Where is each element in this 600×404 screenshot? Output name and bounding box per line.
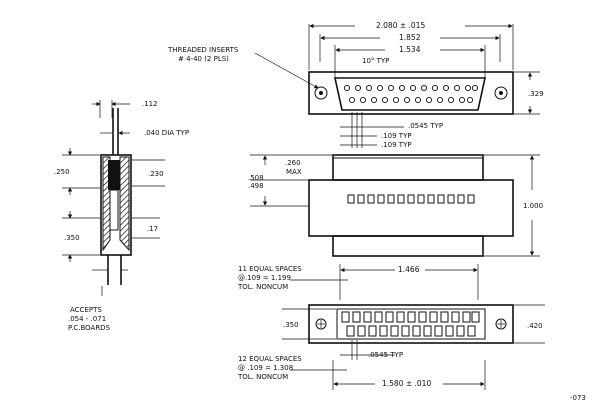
top-flange: [308, 71, 514, 115]
side-view: .112 .040 DIA TYP .250 .230 .350: [54, 100, 189, 332]
dim-pin-0545: .0545 TYP: [408, 122, 443, 130]
dim-upper-left: .250: [54, 168, 70, 176]
accepts-label: ACCEPTS: [70, 306, 102, 314]
front-bottom-body: [332, 235, 484, 257]
right-insert-hole: [494, 86, 508, 100]
dim-508: .508: [248, 174, 264, 182]
spaces11-tol: TOL. NONCUM: [237, 283, 288, 291]
top-pin-row-1: [343, 84, 479, 92]
front-view: .260 MAX .508 .498 1.000: [248, 154, 543, 257]
spaces11-formula: @.109 = 1.199: [238, 274, 291, 282]
dim-upper-right: .230: [148, 170, 164, 178]
threaded-inserts-size: # 4-40 (2 PLS): [178, 55, 229, 63]
dim-overall-width: 2.080 ± .015: [376, 21, 425, 30]
bottom-left-hole: [315, 318, 327, 330]
bottom-view: 11 EQUAL SPACES @.109 = 1.199 TOL. NONCU…: [237, 264, 545, 390]
dim-pin-109-b: .109 TYP: [381, 141, 412, 149]
front-contact-windows: [347, 194, 475, 204]
dim-1580: 1.580 ± .010: [382, 379, 431, 388]
spaces12-tol: TOL. NONCUM: [237, 373, 288, 381]
spaces11-title: 11 EQUAL SPACES: [238, 265, 302, 273]
dim-1534: 1.534: [399, 45, 421, 54]
dim-lower-right: .17: [147, 225, 158, 233]
dim-pin-109-a: .109 TYP: [381, 132, 412, 140]
dim-329: .329: [528, 90, 544, 98]
bottom-right-hole: [495, 318, 507, 330]
bottom-flange: [308, 304, 514, 344]
dim-1466: 1.466: [398, 265, 420, 274]
dim-1000: 1.000: [523, 202, 543, 210]
page-number: -073: [570, 394, 586, 402]
left-insert-hole: [314, 86, 328, 100]
threaded-inserts-label: THREADED INSERTS: [167, 46, 239, 54]
dim-pin-dia: .040 DIA TYP: [144, 129, 189, 137]
front-main-body: [308, 179, 514, 237]
dim-max: MAX: [286, 168, 302, 176]
top-pin-row-2: [348, 96, 474, 104]
top-view: 2.080 ± .015 1.852 1.534 10° TYP THREADE…: [167, 21, 544, 149]
dim-bottom-0545: .0545 TYP: [368, 351, 403, 359]
accepts-boards: P.C.BOARDS: [68, 324, 111, 332]
dim-lower-left: .350: [64, 234, 80, 242]
bottom-contact-grid: [341, 311, 480, 337]
spaces12-title: 12 EQUAL SPACES: [238, 355, 302, 363]
front-top-body: [332, 154, 484, 181]
dim-angle: 10° TYP: [362, 57, 389, 65]
dim-260: .260: [285, 159, 301, 167]
side-body-hatch-right: [119, 156, 130, 252]
dim-pin-offset: .112: [142, 100, 158, 108]
d-shell: [334, 77, 486, 111]
spaces12-formula: @ .109 = 1.308: [238, 364, 293, 372]
dim-420: .420: [527, 322, 543, 330]
dim-1852: 1.852: [399, 33, 421, 42]
dim-350: .350: [283, 321, 299, 329]
side-body-outline: [100, 154, 132, 256]
accepts-range: .054 - .071: [68, 315, 106, 323]
dim-498: .498: [248, 182, 264, 190]
